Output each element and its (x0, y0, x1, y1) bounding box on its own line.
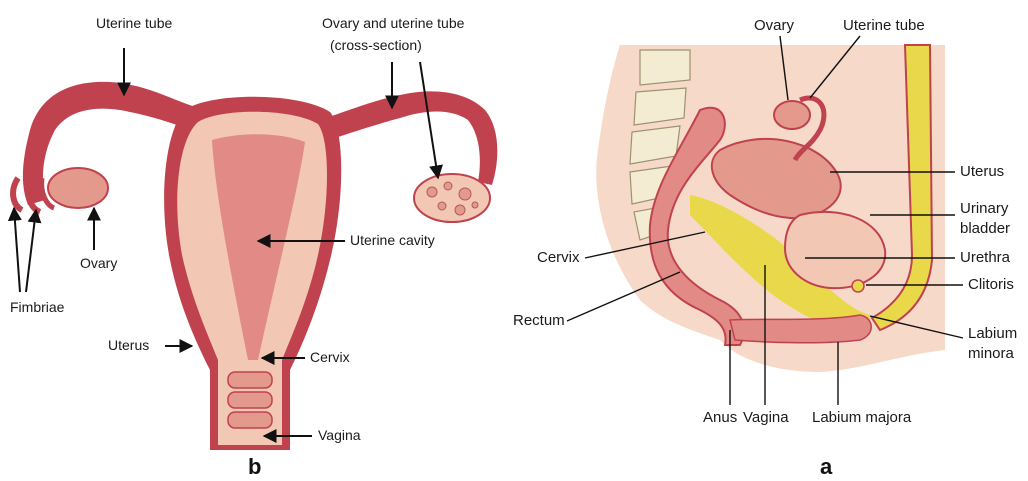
label-uterus-a: Uterus (960, 163, 1004, 180)
label-uterine-tube-a: Uterine tube (843, 17, 925, 34)
right-ovary-cross-section (414, 174, 490, 222)
panel-tag-a: a (820, 454, 833, 479)
label-cervix-a: Cervix (537, 249, 580, 266)
label-cervix-b: Cervix (310, 349, 350, 365)
label-fimbriae: Fimbriae (10, 299, 65, 315)
label-labium-minora-line2: minora (968, 345, 1015, 362)
label-labium-minora-line1: Labium (968, 325, 1017, 342)
arrow-ovary-cross-section (420, 62, 438, 178)
left-ovary (48, 168, 108, 208)
label-labium-majora: Labium majora (812, 409, 912, 426)
label-clitoris: Clitoris (968, 276, 1014, 293)
label-vagina-b: Vagina (318, 427, 361, 443)
label-urinary-line2: bladder (960, 220, 1010, 237)
label-vagina-a: Vagina (743, 409, 789, 426)
label-ovary-a: Ovary (754, 17, 795, 34)
label-ovary-b: Ovary (80, 255, 117, 271)
panel-tag-b: b (248, 454, 261, 479)
label-urethra: Urethra (960, 249, 1011, 266)
label-rectum: Rectum (513, 312, 565, 329)
label-uterine-tube-b: Uterine tube (96, 15, 172, 31)
arrow-fimbriae-1 (14, 208, 20, 292)
vagina-rings (228, 372, 272, 428)
label-uterine-cavity: Uterine cavity (350, 232, 435, 248)
label-ovary-tube-line1: Ovary and uterine tube (322, 15, 465, 31)
sagittal-pelvis-illustration (596, 45, 945, 372)
labia-shape (730, 315, 871, 343)
ovary-shape-a (774, 101, 810, 129)
label-ovary-tube-line2: (cross-section) (330, 37, 422, 53)
clitoris-shape (852, 280, 864, 292)
arrow-fimbriae-2 (26, 210, 36, 292)
label-urinary-line1: Urinary (960, 200, 1009, 217)
label-anus: Anus (703, 409, 737, 426)
label-uterus-b: Uterus (108, 337, 149, 353)
right-uterine-tube (320, 91, 497, 185)
